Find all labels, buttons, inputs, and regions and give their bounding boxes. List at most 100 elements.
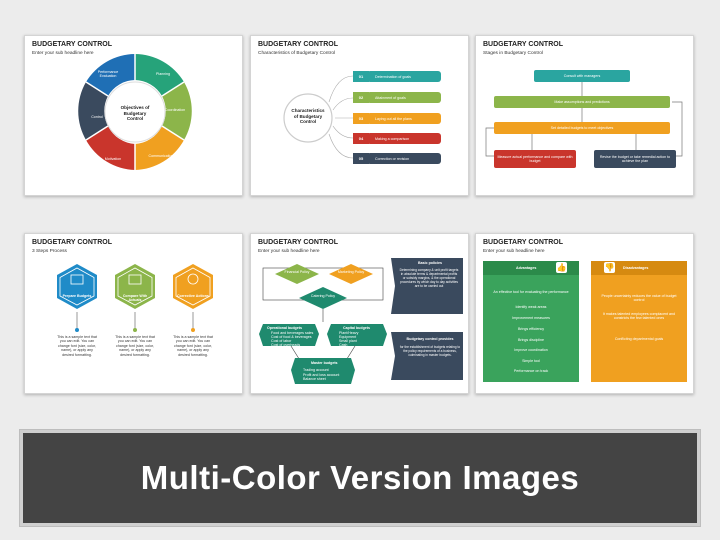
thumbs-up-icon: 👍: [556, 262, 567, 273]
step-label: Compare With Actuals: [122, 294, 148, 303]
advantage-item: Brings efficiency: [517, 327, 545, 331]
slide-title: BUDGETARY CONTROL: [32, 239, 112, 246]
item-number: 01: [353, 71, 369, 82]
diamond-label: Marketing Policy: [337, 270, 365, 274]
capital-item: Equipment: [339, 335, 357, 339]
provides-title: Budgetary control provides: [406, 337, 454, 341]
segment-coordination: [162, 82, 192, 140]
stage-box: Make assumptions and predictions: [494, 96, 670, 108]
item-bar: Correction or revision: [367, 153, 441, 164]
diamond-label: Financial Policy: [284, 270, 310, 274]
segment-label: Performance Evaluation: [97, 70, 119, 79]
operational-item: Cost of labor: [271, 339, 292, 343]
slide-title: BUDGETARY CONTROL: [483, 239, 563, 246]
item-number: 03: [353, 113, 369, 124]
slide-title: BUDGETARY CONTROL: [32, 41, 112, 48]
connector-lines: [283, 75, 354, 159]
characteristics-center: Characteristics of Budgetary Control: [291, 108, 325, 125]
advantage-item: Improvement measures: [512, 316, 550, 320]
slide-subtitle: Enter your sub headline here: [483, 249, 545, 254]
banner: Multi-Color Version Images: [19, 429, 701, 527]
slide-advantages[interactable]: BUDGETARY CONTROL Enter your sub headlin…: [475, 233, 694, 394]
slide-title: BUDGETARY CONTROL: [483, 41, 563, 48]
step-body: This is a sample text that you can edit.…: [173, 335, 213, 357]
segment-control: [78, 82, 108, 140]
master-item: Trading account: [303, 368, 329, 372]
item-bar: Laying out all the plans: [367, 113, 441, 124]
slide-subtitle: Enter your sub headline here: [258, 249, 320, 254]
policy-diagram: [259, 258, 463, 384]
item-bar: Determination of goals: [367, 71, 441, 82]
basic-policies-text: Determining company & unit profit target…: [399, 268, 459, 288]
operational-title: Operational budgets: [267, 326, 302, 330]
hexagon-steps: [57, 264, 213, 332]
slide-title: BUDGETARY CONTROL: [258, 41, 338, 48]
operational-item: Cost of overheads: [271, 343, 301, 347]
advantages-title: Advantages: [516, 266, 537, 270]
provides-text: for the establishment of budgets relatin…: [399, 345, 461, 357]
capital-item: Plant/Heavy: [339, 331, 359, 335]
item-number: 04: [353, 133, 369, 144]
advantage-item: Improve coordination: [514, 348, 548, 352]
disadvantage-item: Conflicting departmental goals: [614, 337, 664, 341]
slide-policies[interactable]: BUDGETARY CONTROL Enter your sub headlin…: [250, 233, 469, 394]
segment-motivation: [86, 126, 135, 170]
item-number: 05: [353, 153, 369, 164]
stage-box: Set detailed budgets to meet objectives: [494, 122, 670, 134]
item-bar: Attainment of goals: [367, 92, 441, 103]
segment-performance: [86, 54, 135, 96]
advantage-item: An effective tool for evaluating the per…: [493, 290, 569, 294]
operational-item: Cost of food & beverages: [271, 335, 312, 339]
advantage-item: Brings discipline: [518, 338, 544, 342]
slide-stages[interactable]: BUDGETARY CONTROL Stages in Budgetary Co…: [475, 35, 694, 196]
master-item: Profit and loss account: [303, 372, 340, 377]
stage-box: Measure actual performance and compare w…: [494, 150, 576, 168]
slide-characteristics[interactable]: BUDGETARY CONTROL Characteristics of Bud…: [250, 35, 469, 196]
master-item: Balance sheet: [303, 377, 326, 381]
segment-planning: [135, 54, 184, 96]
donut-chart: [78, 54, 192, 170]
disadvantages-header: [591, 261, 687, 275]
advantage-item: Simple tool: [522, 359, 540, 363]
slide-objectives[interactable]: BUDGETARY CONTROL Enter your sub headlin…: [24, 35, 243, 196]
segment-communication: [135, 126, 184, 170]
diamond-label: Catering Policy: [310, 294, 336, 298]
slide-subtitle: Enter your sub headline here: [32, 51, 94, 56]
slide-subtitle: Stages in Budgetary Control: [483, 51, 543, 56]
segment-label: Coordination: [164, 108, 186, 112]
thumbs-down-icon: 👎: [604, 262, 615, 273]
capital-item: Small plant: [339, 339, 357, 343]
flow-arrows: [485, 82, 683, 157]
stage-box: Consult with managers: [534, 70, 630, 82]
disadvantages-title: Disadvantages: [623, 266, 649, 270]
disadvantage-item: People uncertainty reduces the value of …: [601, 294, 677, 303]
disadvantages-panel: [591, 261, 687, 382]
advantages-header: [483, 261, 579, 275]
advantages-panel: [483, 261, 579, 382]
item-bar: Making a comparison: [367, 133, 441, 144]
stage-box: Revise the budget or take remedial actio…: [594, 150, 676, 168]
donut-center-label: Objectives of Budgetary Control: [120, 105, 150, 122]
advantage-item: Identify weak areas: [515, 305, 547, 309]
step-body: This is a sample text that you can edit.…: [57, 335, 97, 357]
slide-title: BUDGETARY CONTROL: [258, 239, 338, 246]
step-label: Corrective Actions: [177, 294, 209, 298]
disadvantage-item: It makes talented employees complacent a…: [602, 312, 676, 321]
operational-item: Food and beverages sales: [271, 331, 314, 335]
advantage-item: Performance on track: [513, 369, 549, 373]
segment-label: Motivation: [104, 157, 122, 161]
step-body: This is a sample text that you can edit.…: [115, 335, 155, 357]
item-number: 02: [353, 92, 369, 103]
capital-title: Capital budgets: [343, 326, 370, 330]
step-label: Prepare Budgets: [62, 294, 92, 298]
segment-label: Communication: [148, 154, 174, 158]
banner-text: Multi-Color Version Images: [140, 459, 580, 496]
segment-label: Planning: [156, 72, 170, 76]
segment-label: Control: [91, 115, 103, 119]
basic-policies-title: Basic policies: [418, 261, 442, 265]
slide-subtitle: Characteristics of Budgetary Control: [258, 51, 336, 56]
master-title: Master budgets: [311, 361, 338, 365]
slide-three-steps[interactable]: BUDGETARY CONTROL 3 Steps Process Prepar…: [24, 233, 243, 394]
capital-item: Cash: [339, 343, 348, 347]
slide-subtitle: 3 Steps Process: [32, 249, 67, 254]
